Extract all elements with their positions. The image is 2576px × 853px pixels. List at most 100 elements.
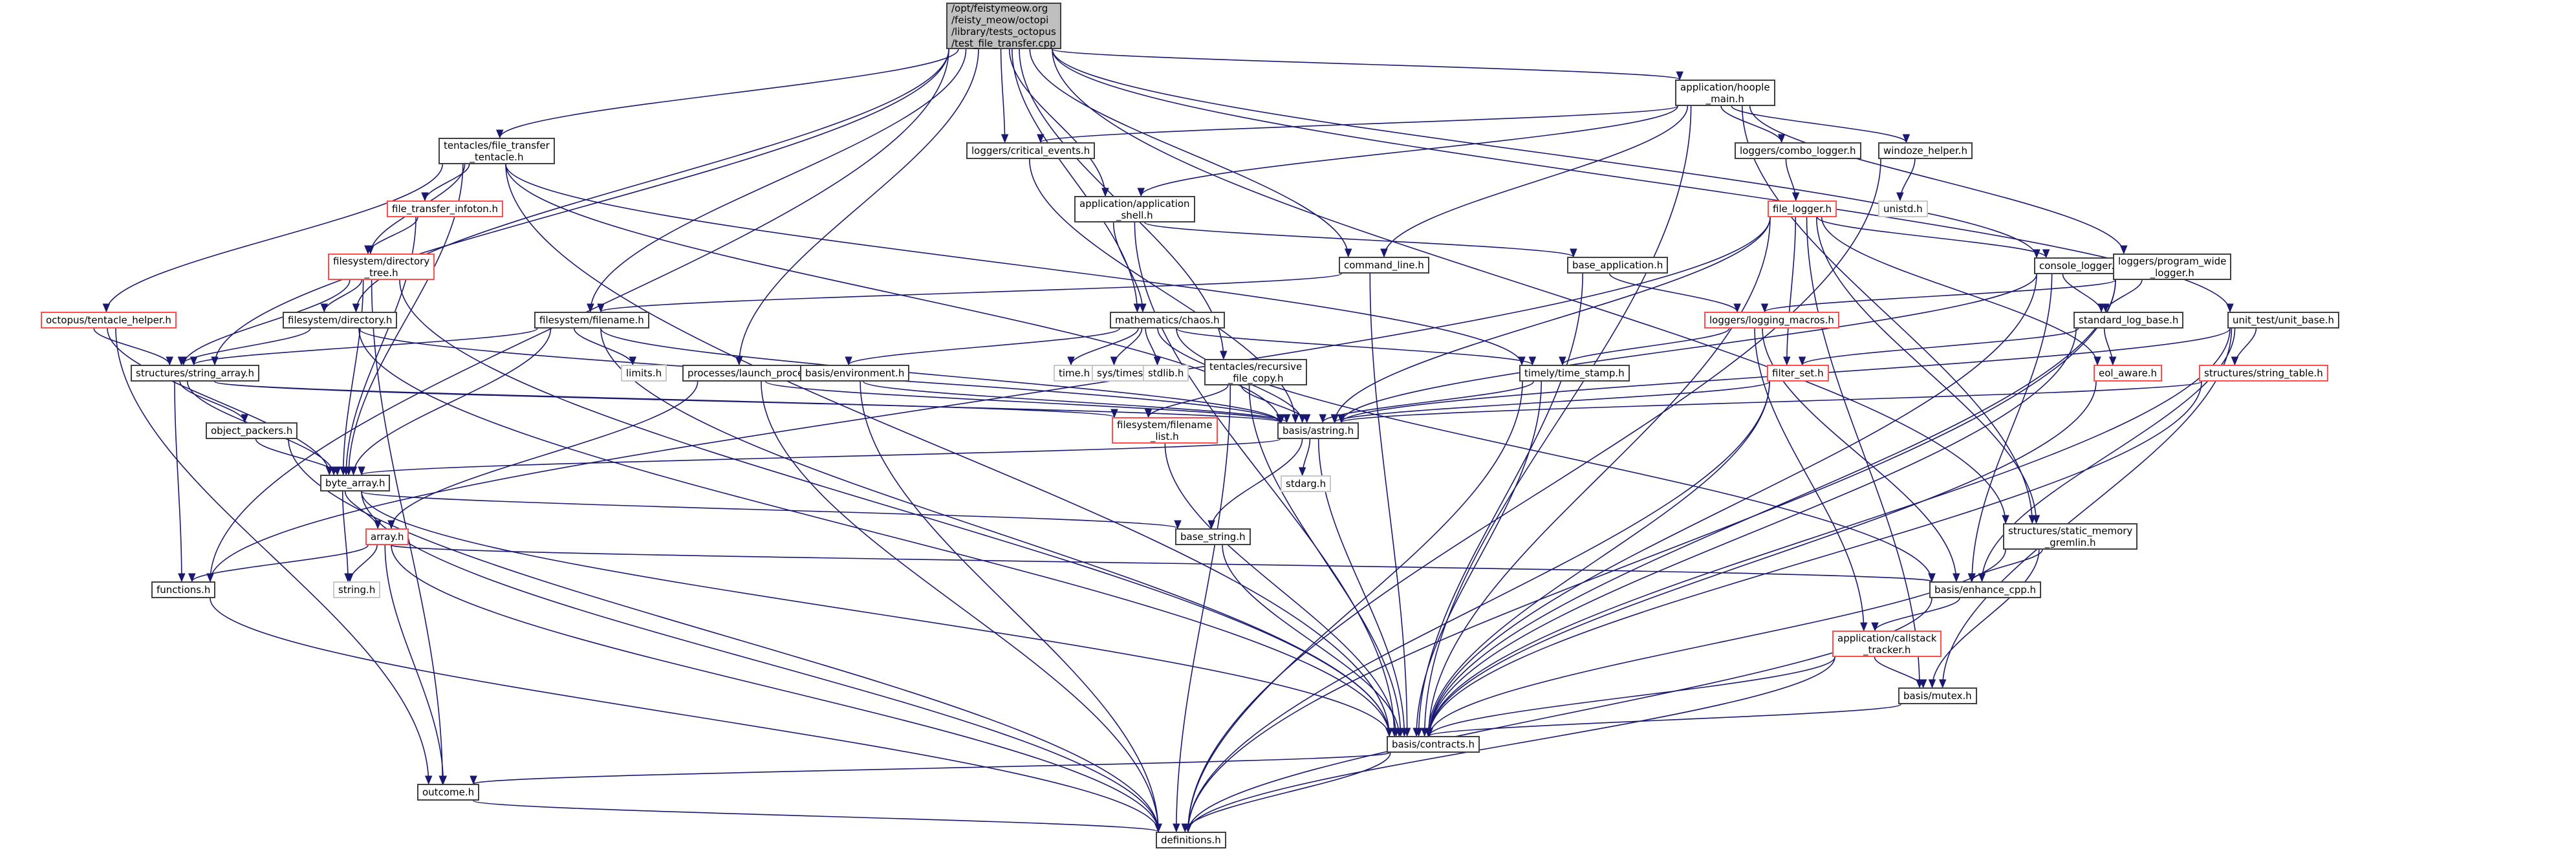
graph-node-base-application[interactable]: base_application.h [1567, 257, 1669, 274]
edge-mutex-to-contracts [1429, 704, 1901, 737]
graph-node-mutex[interactable]: basis/mutex.h [1898, 687, 1977, 704]
graph-node-chaos[interactable]: mathematics/chaos.h [1110, 312, 1225, 329]
edge-windoze-helper-to-definitions [1187, 158, 1881, 832]
arrowhead-icon [845, 356, 852, 366]
arrowhead-icon [188, 573, 196, 583]
arrowhead-icon [439, 775, 448, 785]
arrowhead-icon [177, 356, 186, 366]
edge-array-to-enhance-cpp [391, 545, 1932, 582]
graph-node-contracts[interactable]: basis/contracts.h [1387, 736, 1480, 753]
graph-node-array[interactable]: array.h [365, 528, 409, 545]
graph-node-environment[interactable]: basis/environment.h [800, 365, 910, 382]
arrowhead-icon [1395, 728, 1403, 737]
graph-node-app-shell[interactable]: application/application _shell.h [1074, 196, 1195, 222]
edge-enhance-cpp-to-callstack-tracker [1874, 598, 1960, 631]
graph-node-static-memory-gremlin[interactable]: structures/static_memory _gremlin.h [2003, 523, 2138, 550]
edge-tentacle-helper-to-byte-array [107, 328, 330, 475]
arrowhead-icon [1037, 134, 1044, 144]
graph-node-critical-events[interactable]: loggers/critical_events.h [966, 142, 1096, 159]
graph-node-enhance-cpp[interactable]: basis/enhance_cpp.h [1929, 581, 2042, 598]
edge-base-application-to-logging-macros [1608, 273, 1738, 312]
arrowhead-icon [1319, 414, 1326, 424]
graph-node-base-string[interactable]: base_string.h [1175, 528, 1251, 545]
arrowhead-icon [1559, 356, 1566, 366]
graph-node-time-stamp[interactable]: timely/time_stamp.h [1519, 365, 1630, 382]
edge-filename-to-string-array [193, 328, 538, 365]
graph-node-program-wide-logger[interactable]: loggers/program_wide _logger.h [2113, 254, 2232, 280]
arrowhead-icon [1298, 467, 1306, 477]
graph-node-object-packers[interactable]: object_packers.h [206, 422, 298, 439]
graph-node-directory[interactable]: filesystem/directory.h [283, 312, 398, 329]
edge-array-to-outcome [384, 545, 444, 784]
graph-node-ft-tentacle[interactable]: tentacles/file_transfer _tentacle.h [438, 138, 555, 164]
graph-node-filename-list[interactable]: filesystem/filename _list.h [1112, 417, 1218, 444]
edge-chaos-to-time-stamp [1176, 328, 1533, 365]
edge-logging-macros-to-callstack-tracker [1754, 328, 1865, 631]
arrowhead-icon [1344, 248, 1352, 258]
graph-node-byte-array[interactable]: byte_array.h [320, 475, 391, 491]
arrowhead-icon [1783, 356, 1791, 366]
arrowhead-icon [1412, 728, 1420, 737]
arrowhead-icon [1953, 573, 1960, 583]
arrowhead-icon [2032, 515, 2040, 524]
arrowhead-icon [1110, 356, 1118, 366]
edge-static-memory-gremlin-to-enhance-cpp [1971, 549, 2043, 582]
edge-astring-to-base-string [1211, 438, 1303, 529]
graph-node-filename[interactable]: filesystem/filename.h [534, 312, 649, 329]
arrowhead-icon [1137, 188, 1145, 197]
graph-node-logging-macros[interactable]: loggers/logging_macros.h [1704, 312, 1839, 329]
arrowhead-icon [358, 466, 365, 476]
graph-node-filter-set[interactable]: filter_set.h [1767, 365, 1829, 382]
arrowhead-icon [102, 303, 111, 313]
graph-node-console-logger[interactable]: console_logger.h [2034, 257, 2126, 274]
graph-node-hoople-main[interactable]: application/hoople _main.h [1675, 80, 1775, 106]
graph-node-string-table[interactable]: structures/string_table.h [2199, 365, 2328, 382]
arrowhead-icon [1385, 728, 1393, 737]
graph-node-file-logger[interactable]: file_logger.h [1768, 200, 1837, 217]
graph-node-dir-tree[interactable]: filesystem/directory _tree.h [328, 254, 435, 280]
graph-node-functions[interactable]: functions.h [151, 581, 216, 598]
edge-app-shell-to-base-application [1144, 222, 1574, 257]
edge-hoople-main-to-windoze-helper [1731, 105, 1907, 143]
graph-node-tentacle-helper[interactable]: octopus/tentacle_helper.h [41, 312, 177, 329]
edge-hoople-main-to-static-memory-gremlin [1741, 105, 2033, 524]
arrowhead-icon [597, 303, 605, 313]
edge-launch-process-to-array [391, 381, 698, 529]
graph-node-eol-aware[interactable]: eol_aware.h [2094, 365, 2163, 382]
arrowhead-icon [735, 356, 743, 366]
arrowhead-icon [334, 466, 341, 476]
arrowhead-icon [1276, 414, 1284, 424]
graph-node-astring[interactable]: basis/astring.h [1277, 422, 1359, 439]
arrowhead-icon [1798, 356, 1806, 366]
graph-node-definitions[interactable]: definitions.h [1156, 832, 1226, 848]
edge-command-line-to-contracts [1369, 273, 1408, 737]
graph-node-standard-log-base[interactable]: standard_log_base.h [2073, 312, 2184, 329]
edge-console-logger-to-astring [1341, 274, 2037, 423]
graph-node-combo-logger[interactable]: loggers/combo_logger.h [1735, 142, 1861, 159]
graph-node-string-array[interactable]: structures/string_array.h [131, 365, 259, 382]
arrowhead-icon [2120, 245, 2128, 255]
graph-node-outcome[interactable]: outcome.h [417, 784, 480, 801]
edge-recursive-copy-to-filename-list [1147, 385, 1229, 418]
graph-node-ft-infoton[interactable]: file_transfer_infoton.h [387, 200, 504, 217]
graph-node-time-h: time.h [1054, 365, 1096, 382]
arrowhead-icon [1871, 622, 1879, 632]
edge-byte-array-to-contracts [361, 491, 1390, 737]
arrowhead-icon [1067, 356, 1075, 366]
edge-string-array-to-filename-list [214, 381, 1115, 418]
graph-node-recursive-copy[interactable]: tentacles/recursive _file_copy.h [1204, 359, 1308, 385]
edge-string-array-to-object-packers [179, 381, 246, 423]
edge-recursive-copy-to-definitions [1176, 385, 1231, 832]
arrowhead-icon [241, 414, 248, 424]
graph-node-root[interactable]: /opt/feistymeow.org /feisty_meow/octopi … [946, 3, 1061, 49]
graph-node-callstack-tracker[interactable]: application/callstack _tracker.h [1832, 631, 1942, 657]
arrowhead-icon [352, 303, 360, 313]
arrowhead-icon [2101, 303, 2110, 313]
graph-node-unit-base[interactable]: unit_test/unit_base.h [2227, 312, 2340, 329]
arrowhead-icon [1133, 303, 1142, 313]
graph-node-windoze-helper[interactable]: windoze_helper.h [1878, 142, 1973, 159]
edge-filename-list-to-contracts [1164, 443, 1397, 737]
graph-node-command-line[interactable]: command_line.h [1339, 257, 1429, 274]
arrowhead-icon [1181, 823, 1189, 833]
